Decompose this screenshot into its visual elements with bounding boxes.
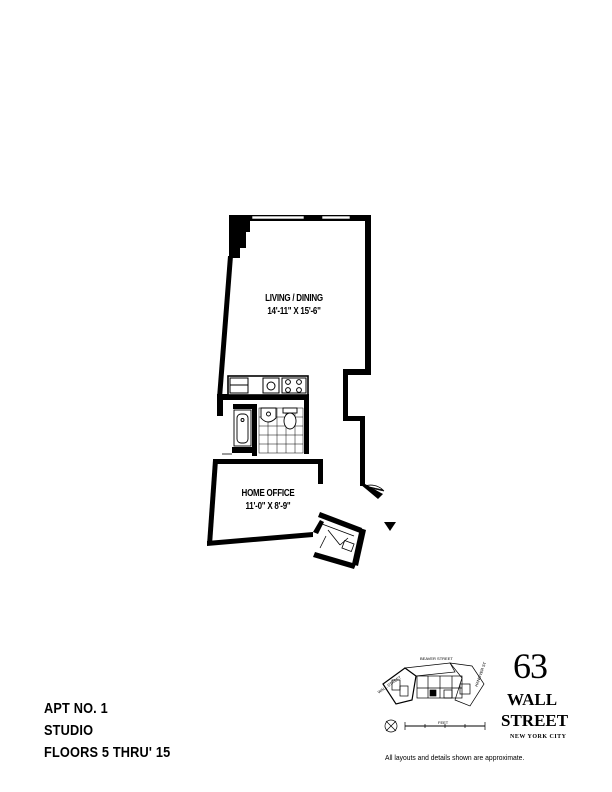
key-plan-street-top: BEAVER STREET	[420, 656, 453, 661]
logo-wall: WALL	[507, 690, 558, 709]
door-swings	[222, 453, 385, 492]
entry-arrow-icon	[384, 522, 396, 531]
logo-city: NEW YORK CITY	[510, 734, 567, 740]
windows	[251, 215, 351, 220]
kitchen	[227, 375, 309, 396]
home-office-name: HOME OFFICE	[241, 488, 295, 499]
apartment-floors: FLOORS 5 THRU' 15	[44, 744, 171, 761]
bathroom	[233, 407, 304, 454]
living-room-label: LIVING / DINING 14'-11" X 15'-6"	[254, 292, 334, 318]
home-office-dimensions: 11'-0" X 8'-9"	[245, 501, 291, 512]
home-office-label: HOME OFFICE 11'-0" X 8'-9"	[232, 487, 304, 513]
key-plan-scale-label: FEET	[438, 720, 449, 725]
compass-icon	[384, 719, 398, 733]
logo-number: 63	[513, 646, 548, 686]
living-room-name: LIVING / DINING	[265, 293, 323, 304]
plan-walls	[207, 215, 383, 569]
closet	[319, 523, 355, 552]
living-room-dimensions: 14'-11" X 15'-6"	[267, 306, 321, 317]
disclaimer: All layouts and details shown are approx…	[385, 753, 525, 762]
apartment-type: STUDIO	[44, 722, 94, 739]
key-plan	[382, 662, 486, 733]
logo-street: STREET	[501, 711, 569, 730]
apartment-number: APT NO. 1	[44, 700, 108, 717]
